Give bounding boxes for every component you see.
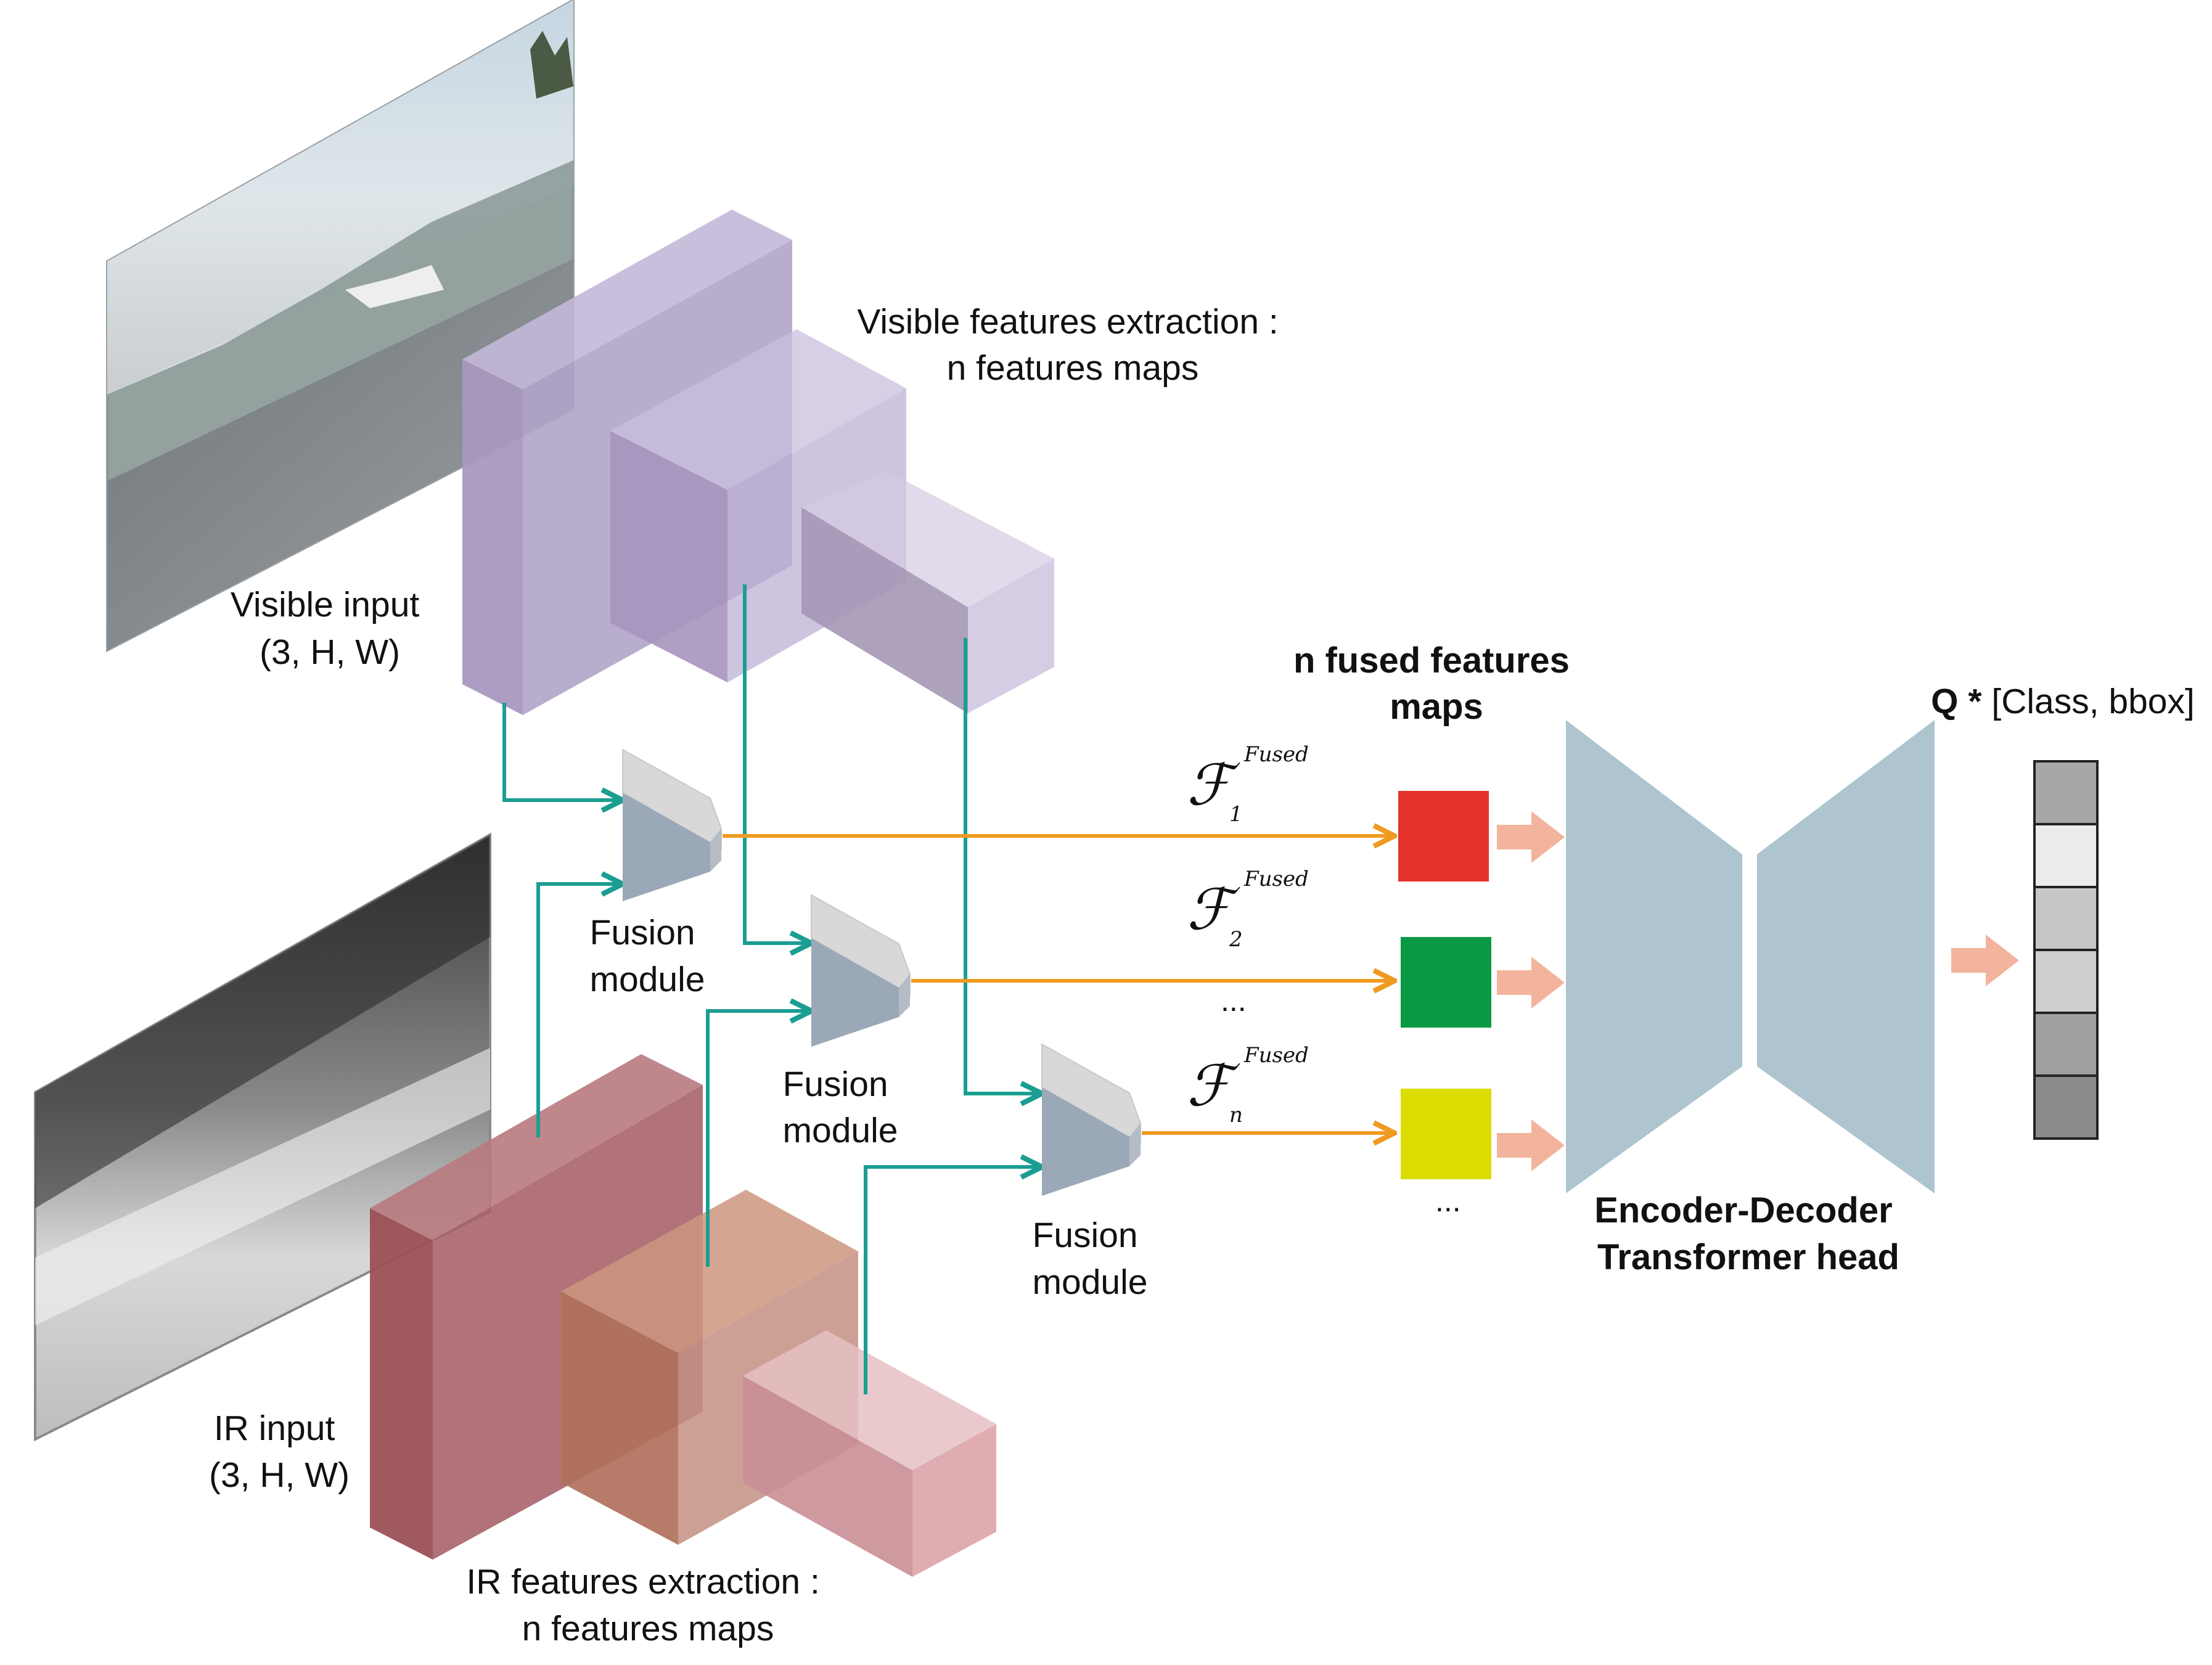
visible-input-label: Visible input (3, H, W) bbox=[231, 585, 429, 672]
fused-map-2 bbox=[1401, 937, 1491, 1028]
ir-input-label: IR input (3, H, W) bbox=[209, 1409, 350, 1495]
fused-symbol-1: ℱ Fused 1 bbox=[1187, 742, 1309, 827]
symbol-ellipsis: ... bbox=[1221, 983, 1247, 1018]
ir-feature-blocks bbox=[370, 1054, 996, 1577]
output-cell bbox=[2033, 886, 2099, 951]
fusion-module-3-label: Fusion module bbox=[1033, 1216, 1148, 1302]
output-cell bbox=[2033, 949, 2099, 1014]
svg-text:Fused: Fused bbox=[1243, 867, 1309, 891]
svg-text:Fused: Fused bbox=[1243, 742, 1309, 767]
fusion-module-1 bbox=[622, 748, 722, 901]
map-ellipsis: ... bbox=[1435, 1184, 1461, 1218]
fusion-module-1-label: Fusion module bbox=[590, 913, 705, 999]
fused-feature-maps bbox=[1398, 791, 1491, 1179]
encoder-shape bbox=[1566, 720, 1742, 1193]
svg-text:Fused: Fused bbox=[1243, 1043, 1309, 1068]
output-cell bbox=[2033, 1074, 2099, 1140]
fused-map-1 bbox=[1398, 791, 1489, 882]
output-cell bbox=[2033, 1012, 2099, 1077]
svg-text:n: n bbox=[1229, 1103, 1243, 1127]
fusion-module-3 bbox=[1041, 1043, 1141, 1196]
svg-text:1: 1 bbox=[1229, 802, 1243, 827]
ir-input-image bbox=[34, 832, 491, 1442]
svg-text:2: 2 bbox=[1229, 927, 1243, 952]
fusion-module-2-label: Fusion module bbox=[783, 1065, 898, 1150]
salmon-arrows bbox=[1497, 811, 2019, 1171]
output-vector bbox=[2033, 760, 2099, 1140]
transformer-head bbox=[1566, 720, 1935, 1193]
output-label: Q * [Class, bbox] bbox=[1931, 682, 2195, 721]
fused-symbol-n: ℱ Fused n bbox=[1187, 1043, 1309, 1127]
fused-maps-label: n fused features maps bbox=[1293, 640, 1579, 727]
orange-arrows bbox=[723, 836, 1395, 1133]
output-cell bbox=[2033, 760, 2099, 825]
visible-feature-blocks bbox=[462, 210, 1054, 715]
transformer-label: Encoder-Decoder Transformer head bbox=[1594, 1190, 1903, 1277]
ir-extraction-label: IR features extraction : n features maps bbox=[466, 1562, 829, 1648]
fused-map-n bbox=[1401, 1089, 1491, 1179]
output-cell bbox=[2033, 823, 2099, 888]
teal-connectors bbox=[502, 584, 1042, 1394]
fused-symbol-2: ℱ Fused 2 bbox=[1187, 867, 1309, 952]
visible-extraction-label: Visible features extraction : n features… bbox=[857, 302, 1288, 388]
decoder-shape bbox=[1757, 720, 1935, 1193]
fusion-module-2 bbox=[811, 894, 911, 1047]
visible-input-image bbox=[106, 0, 575, 653]
